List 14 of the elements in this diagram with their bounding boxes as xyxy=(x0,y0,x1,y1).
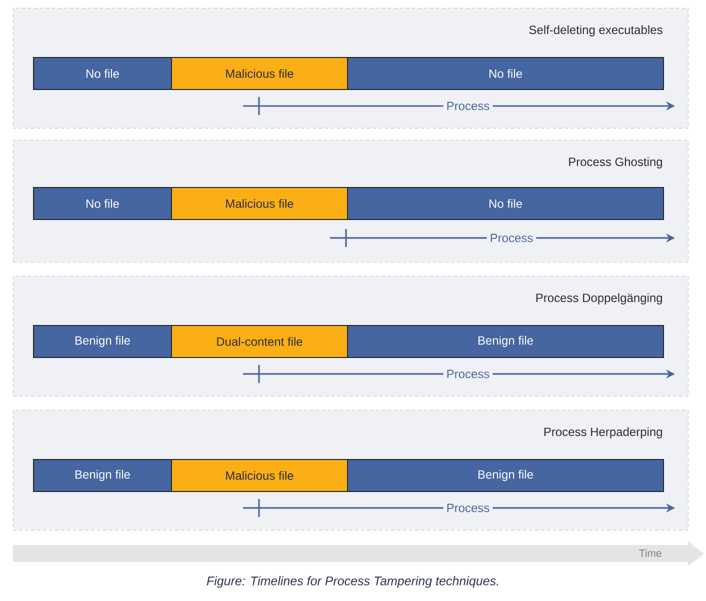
file-segment: Benign file xyxy=(33,458,172,492)
file-segment: Dual-content file xyxy=(171,324,348,358)
caption: Figure: Timelines for Process Tampering techniques. xyxy=(206,576,498,588)
file-segment: Benign file xyxy=(347,324,664,358)
file-segment: Benign file xyxy=(33,324,172,358)
file-segment: No file xyxy=(347,186,664,220)
file-segment: Malicious file xyxy=(171,458,348,492)
file-segment: No file xyxy=(347,56,664,90)
file-segment: No file xyxy=(33,186,172,220)
file-segment: Malicious file xyxy=(171,186,348,220)
file-segment: Benign file xyxy=(347,458,664,492)
file-segment: No file xyxy=(33,56,172,90)
time-label: Time xyxy=(639,549,662,557)
file-segment: Malicious file xyxy=(171,56,348,90)
